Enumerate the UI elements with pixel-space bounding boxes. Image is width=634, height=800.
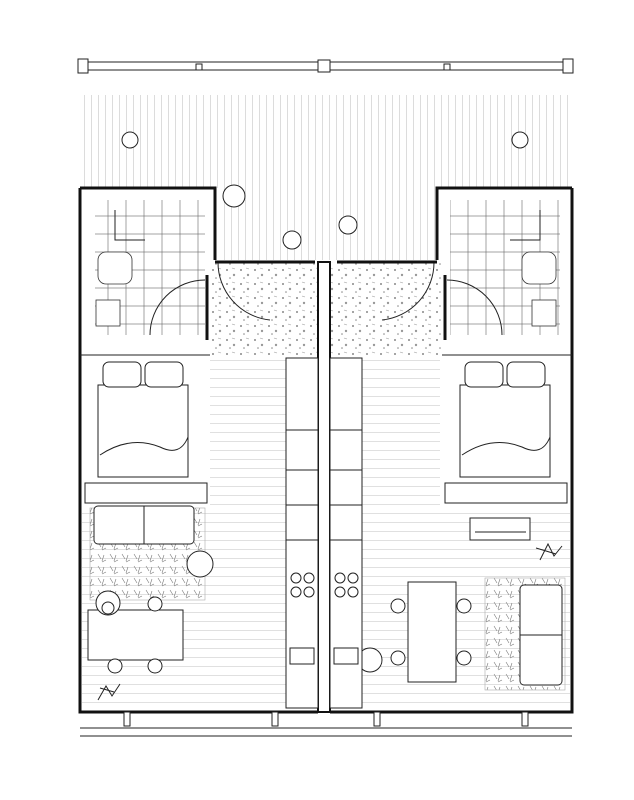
kitchen-right: [329, 357, 363, 709]
toilet-right: [521, 251, 557, 285]
entry-doors: [217, 261, 435, 321]
bathroom-right: [435, 186, 574, 355]
sofa-right: [484, 577, 566, 691]
bed-right: [459, 361, 551, 478]
shelf-right: [444, 482, 568, 504]
plant-icon: [97, 542, 563, 701]
unit-left-outline: [78, 355, 318, 714]
party-wall: [317, 261, 331, 713]
sink-right: [531, 299, 557, 327]
front-windows: [80, 711, 572, 737]
bathroom-left: [78, 186, 217, 355]
sink-left: [95, 299, 121, 327]
table-right: [357, 581, 472, 683]
balcony-railing: [77, 58, 574, 74]
toilet-left: [97, 251, 133, 285]
sofa-left: [89, 505, 214, 601]
person-icon: [101, 131, 529, 615]
balcony-deck-center: [218, 188, 436, 260]
unit-right-outline: [330, 355, 574, 714]
shelf-left: [84, 482, 208, 504]
balcony-stool: [222, 184, 246, 208]
bed-left: [97, 361, 189, 478]
balcony-deck: [80, 95, 572, 188]
keyboard-instrument: [469, 517, 531, 541]
kitchen-left: [285, 357, 319, 709]
